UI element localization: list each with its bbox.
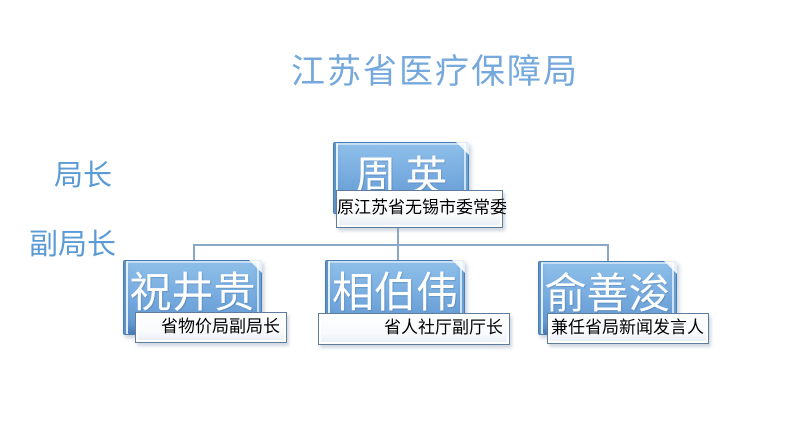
connector-horizontal-bus: [193, 244, 609, 246]
connector-drop-child-1: [193, 245, 195, 261]
row-label-deputy: 副局长: [29, 227, 117, 261]
connector-drop-child-3: [607, 245, 609, 262]
org-node-child2-detail: 省人社厅副厅长: [318, 313, 510, 345]
row-label-director: 局长: [54, 158, 113, 192]
org-node-child3-name: 俞善浚: [544, 268, 671, 318]
org-node-child3-detail: 兼任省局新闻发言人: [547, 313, 709, 344]
connector-drop-child-2: [397, 245, 399, 261]
connector-root-stem: [397, 227, 399, 245]
org-node-child1-detail: 省物价局副局长: [135, 312, 287, 343]
chart-title: 江苏省医疗保障局: [291, 52, 579, 92]
org-node-child2-name: 相伯伟: [331, 267, 458, 317]
org-node-child1-name: 祝井贵: [129, 267, 256, 317]
org-node-root-detail: 原江苏省无锡市委常委: [336, 190, 507, 228]
